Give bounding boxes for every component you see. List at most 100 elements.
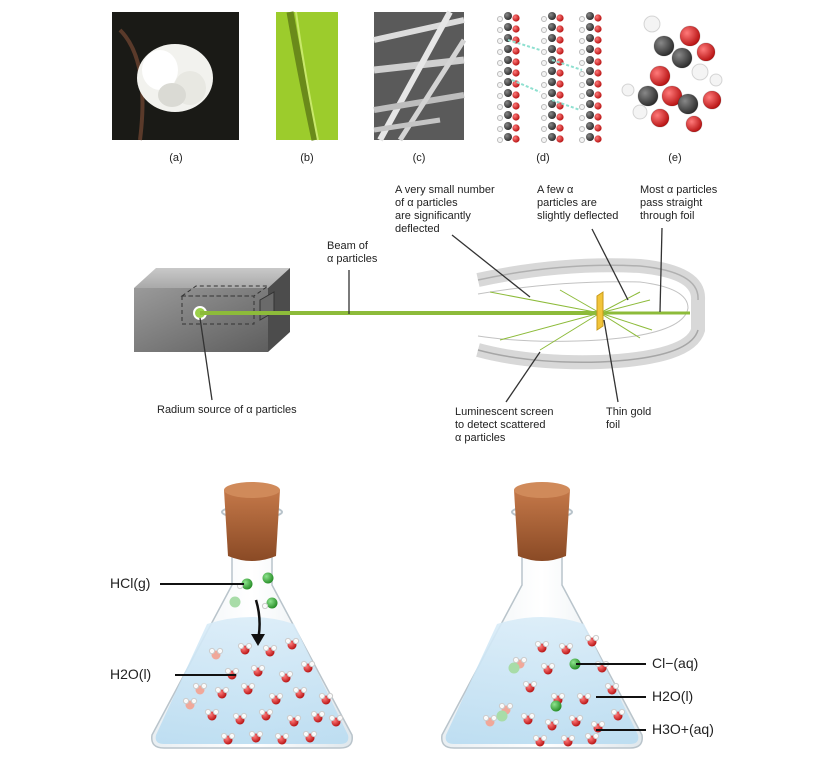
water-hydrogen [585,635,590,640]
water-hydrogen [287,671,292,676]
glucose-atom [644,16,660,32]
water-hydrogen [585,693,590,698]
atom-carbon [586,89,594,97]
panel-b-fiber-micrograph [276,12,338,140]
water-hydrogen [275,733,280,738]
atom-hydrogen [498,72,503,77]
water-hydrogen [223,687,228,692]
caption-b: (b) [277,152,337,164]
chlorine-atom [497,711,508,722]
water-hydrogen [249,683,254,688]
label-water-right: H2O(l) [652,688,693,704]
water-hydrogen [567,643,572,648]
water-hydrogen [613,683,618,688]
atom-hydrogen [542,138,547,143]
panel-a-cotton-photo [112,12,239,140]
hydrogen-bond [508,40,540,50]
water-hydrogen [319,693,324,698]
most-line: Most α particles [640,184,717,197]
atom-carbon [504,12,512,20]
water-hydrogen [267,709,272,714]
water-hydrogen [593,733,598,738]
water-hydrogen [605,683,610,688]
glucose-atom [654,36,674,56]
atom-hydrogen [580,138,585,143]
chlorine-atom [509,663,520,674]
chlorine-atom [263,573,274,584]
atom-carbon [504,122,512,130]
atom-oxygen [556,36,563,43]
atom-hydrogen [498,105,503,110]
atom-hydrogen [498,83,503,88]
atom-oxygen [512,91,519,98]
water-hydrogen [229,733,234,738]
water-hydrogen [193,683,198,688]
water-hydrogen [553,719,558,724]
water-hydrogen [569,715,574,720]
atom-oxygen [556,47,563,54]
water-hydrogen [295,715,300,720]
atom-oxygen [512,124,519,131]
atom-hydrogen [542,83,547,88]
cork-top [224,482,280,498]
water-hydrogen [483,715,488,720]
water-hydrogen [277,693,282,698]
water-hydrogen [201,683,206,688]
caption-e: (e) [645,152,705,164]
atom-hydrogen [498,61,503,66]
water-hydrogen [225,668,230,673]
atom-oxygen [594,80,601,87]
atom-oxygen [594,58,601,65]
water-hydrogen [577,715,582,720]
atom-oxygen [594,135,601,142]
most-label: Most α particles pass straight through f… [640,184,717,223]
right-flask [442,482,643,748]
water-hydrogen [319,711,324,716]
atom-hydrogen [580,94,585,99]
atom-hydrogen [542,39,547,44]
flask-cork [514,490,570,561]
label-chloride: Cl−(aq) [652,655,698,671]
water-hydrogen [301,687,306,692]
water-hydrogen [249,731,254,736]
few-line: slightly deflected [537,210,618,223]
water-hydrogen [559,693,564,698]
atom-hydrogen [542,94,547,99]
water-hydrogen [327,693,332,698]
atom-oxygen [512,58,519,65]
atom-hydrogen [580,127,585,132]
beam-label-line: α particles [327,253,377,266]
water-hydrogen [257,731,262,736]
glucose-atom [697,43,715,61]
atom-hydrogen [498,17,503,22]
glucose-atom [680,26,700,46]
atom-oxygen [556,113,563,120]
flask-cork [224,490,280,561]
atom-hydrogen [580,17,585,22]
atom-carbon [504,45,512,53]
water-hydrogen [585,733,590,738]
atom-oxygen [512,113,519,120]
water-hydrogen [263,645,268,650]
atom-carbon [504,78,512,86]
atom-hydrogen [542,61,547,66]
water-hydrogen [205,709,210,714]
glucose-atom [686,116,702,132]
water-hydrogen [529,713,534,718]
water-hydrogen [311,711,316,716]
atom-carbon [548,23,556,31]
small-number-line: deflected [395,223,495,236]
small-number-line: A very small number [395,184,495,197]
atom-carbon [586,100,594,108]
water-hydrogen [491,715,496,720]
label-water-left: H2O(l) [110,666,151,682]
small-number-line: of α particles [395,197,495,210]
water-hydrogen [287,715,292,720]
water-hydrogen [593,635,598,640]
atom-oxygen [594,102,601,109]
atom-carbon [548,111,556,119]
water-hydrogen [559,643,564,648]
water-hydrogen [215,687,220,692]
atom-hydrogen [498,50,503,55]
